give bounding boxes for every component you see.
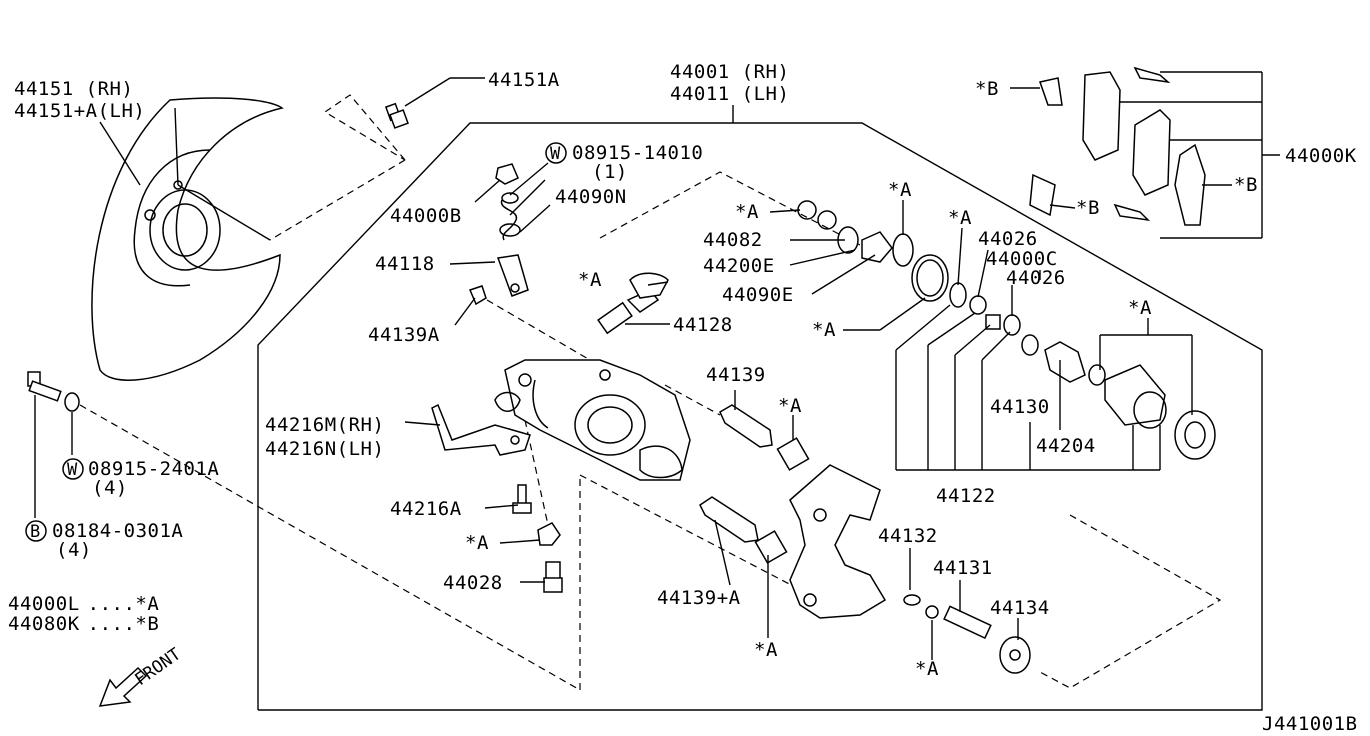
front-label: FRONT <box>131 644 184 690</box>
label-44001: 44001 (RH) <box>670 61 789 83</box>
label-a: *A <box>888 179 912 201</box>
label-44082: 44082 <box>703 229 763 251</box>
label-a: *A <box>735 201 759 223</box>
label-44139a: 44139A <box>368 324 440 346</box>
legend: 44000L....*A 44080K....*B <box>8 593 159 635</box>
label-a: *A <box>1128 297 1152 319</box>
label-44090e: 44090E <box>722 284 794 306</box>
washer-08915 <box>64 392 80 412</box>
label-a: *A <box>915 658 939 680</box>
label-a: *A <box>812 319 836 341</box>
circle-w-icon: W <box>62 458 84 480</box>
label-08915-2401a: 08915-2401A <box>88 458 219 480</box>
label-a: *A <box>465 532 489 554</box>
label-44216a: 44216A <box>390 498 462 520</box>
label-a: *A <box>754 639 778 661</box>
legend-row-1: 44000L....*A <box>8 593 159 615</box>
bolt-44216a <box>512 484 532 514</box>
parking-spring-group <box>468 163 529 306</box>
caliper-assembly-frame <box>257 122 1263 711</box>
nut-a <box>537 522 561 546</box>
label-44216m: 44216M(RH) <box>265 414 384 436</box>
label-44000c: 44000C <box>986 248 1058 270</box>
caliper-body-part <box>494 359 691 481</box>
label-44000k: 44000K <box>1285 145 1357 167</box>
label-08184: 08184-0301A <box>52 520 183 542</box>
part-44028 <box>543 561 563 593</box>
caliper-bracket-part <box>789 464 887 619</box>
label-44216n: 44216N(LH) <box>265 438 384 460</box>
label-08915-14010-qty: (1) <box>592 161 628 183</box>
label-44204: 44204 <box>1036 435 1096 457</box>
label-44132: 44132 <box>878 525 938 547</box>
label-08915-2401a-qty: (4) <box>92 477 128 499</box>
label-44128: 44128 <box>673 314 733 336</box>
circle-b-icon: B <box>25 520 47 542</box>
cable-bracket-44216m <box>431 403 531 456</box>
label-44200e: 44200E <box>703 255 775 277</box>
front-arrow-icon <box>98 666 148 707</box>
parts-44131-44134 <box>903 594 1031 674</box>
svg-text:W: W <box>67 460 78 480</box>
part-labels: 44151 (RH) 44151+A(LH) 44151A 44001 (RH)… <box>14 61 1357 680</box>
label-44026: 44026 <box>978 228 1038 250</box>
label-44139-a: 44139+A <box>657 587 741 609</box>
label-44130: 44130 <box>990 396 1050 418</box>
label-44134: 44134 <box>990 597 1050 619</box>
label-44139: 44139 <box>706 364 766 386</box>
pin-bolt-44139a <box>699 496 788 564</box>
svg-text:W: W <box>550 144 561 164</box>
label-44090n: 44090N <box>555 186 627 208</box>
diagram-id: J441001B <box>1262 713 1358 735</box>
label-44028: 44028 <box>443 572 503 594</box>
svg-text:B: B <box>30 522 40 542</box>
brake-pads-44000k <box>1029 66 1206 226</box>
dust-shield-part <box>91 97 284 381</box>
label-44118: 44118 <box>375 253 435 275</box>
bleeder-44128 <box>597 272 669 335</box>
label-44151-lh: 44151+A(LH) <box>14 100 145 122</box>
leader-lines <box>34 71 1280 660</box>
label-a: *A <box>948 207 972 229</box>
bolt-08184 <box>27 371 62 402</box>
label-a: *A <box>578 269 602 291</box>
label-44122: 44122 <box>936 485 996 507</box>
label-44131: 44131 <box>933 557 993 579</box>
label-b: *B <box>1234 174 1258 196</box>
dashed-guides <box>79 94 1222 691</box>
label-08915-14010: 08915-14010 <box>572 142 703 164</box>
label-44026: 44026 <box>1006 267 1066 289</box>
circle-w-icon: W <box>545 142 567 164</box>
label-08184-qty: (4) <box>56 539 92 561</box>
label-a: *A <box>778 395 802 417</box>
legend-row-2: 44080K....*B <box>8 613 159 635</box>
label-b: *B <box>975 78 999 100</box>
label-44151a: 44151A <box>488 69 560 91</box>
label-44000b: 44000B <box>390 205 462 227</box>
label-44011: 44011 (LH) <box>670 83 789 105</box>
bolt-44151a <box>384 77 485 129</box>
label-44151-rh: 44151 (RH) <box>14 78 133 100</box>
label-b: *B <box>1076 197 1100 219</box>
pin-bolt-44139 <box>719 404 810 471</box>
